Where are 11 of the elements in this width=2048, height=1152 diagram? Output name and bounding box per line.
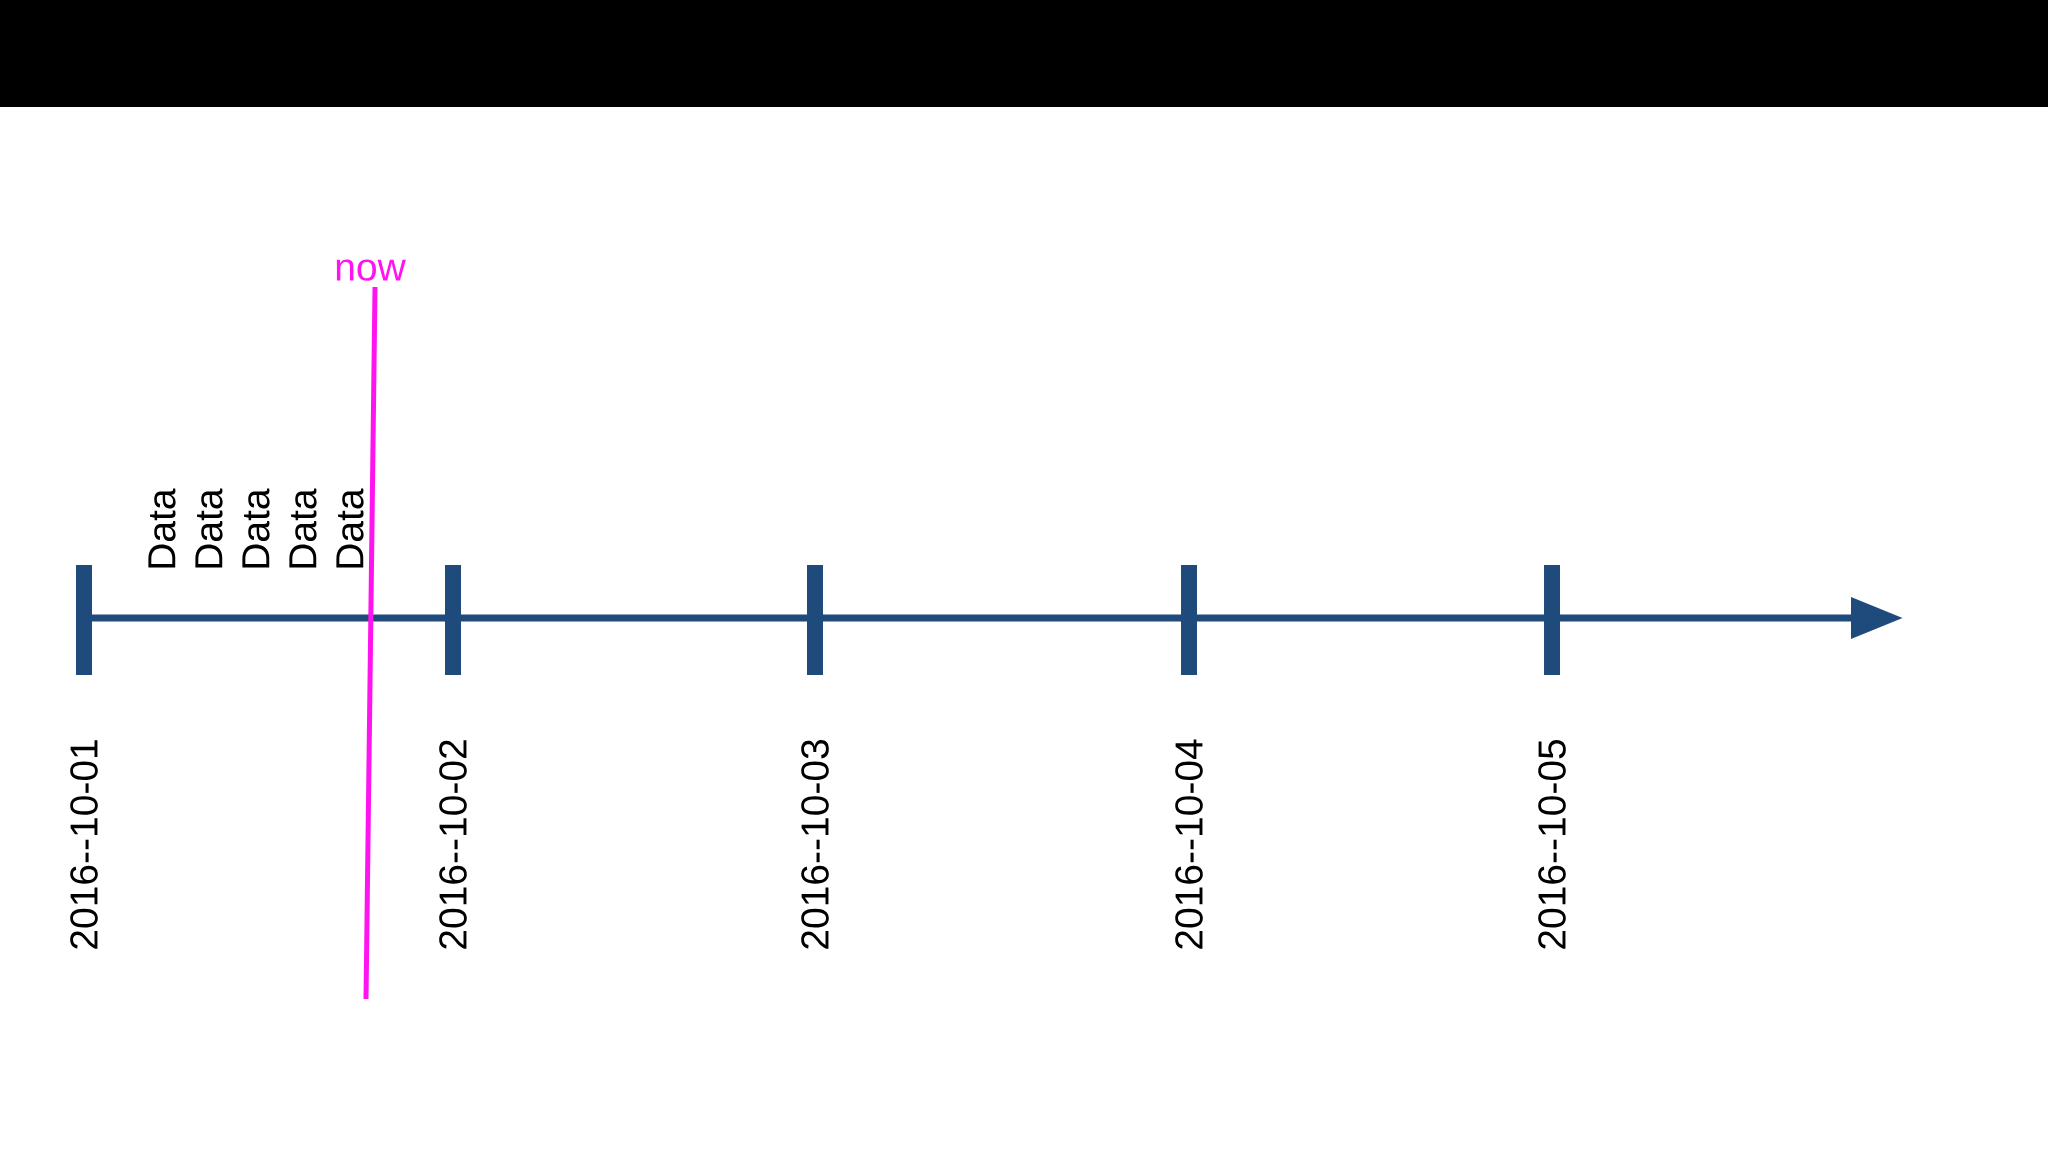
- date-label: 2016--10-02: [439, 740, 467, 949]
- date-label: 2016--10-05: [1538, 739, 1566, 949]
- date-label: 2016--10-01: [70, 740, 98, 949]
- data-label: Data: [289, 488, 317, 568]
- date-label: 2016--10-03: [801, 739, 829, 949]
- now-label: now: [336, 259, 406, 281]
- data-label: Data: [242, 488, 270, 568]
- data-label: Data: [336, 488, 364, 568]
- date-label: 2016--10-04: [1175, 739, 1203, 949]
- data-label: Data: [195, 488, 223, 568]
- data-label: Data: [148, 488, 176, 568]
